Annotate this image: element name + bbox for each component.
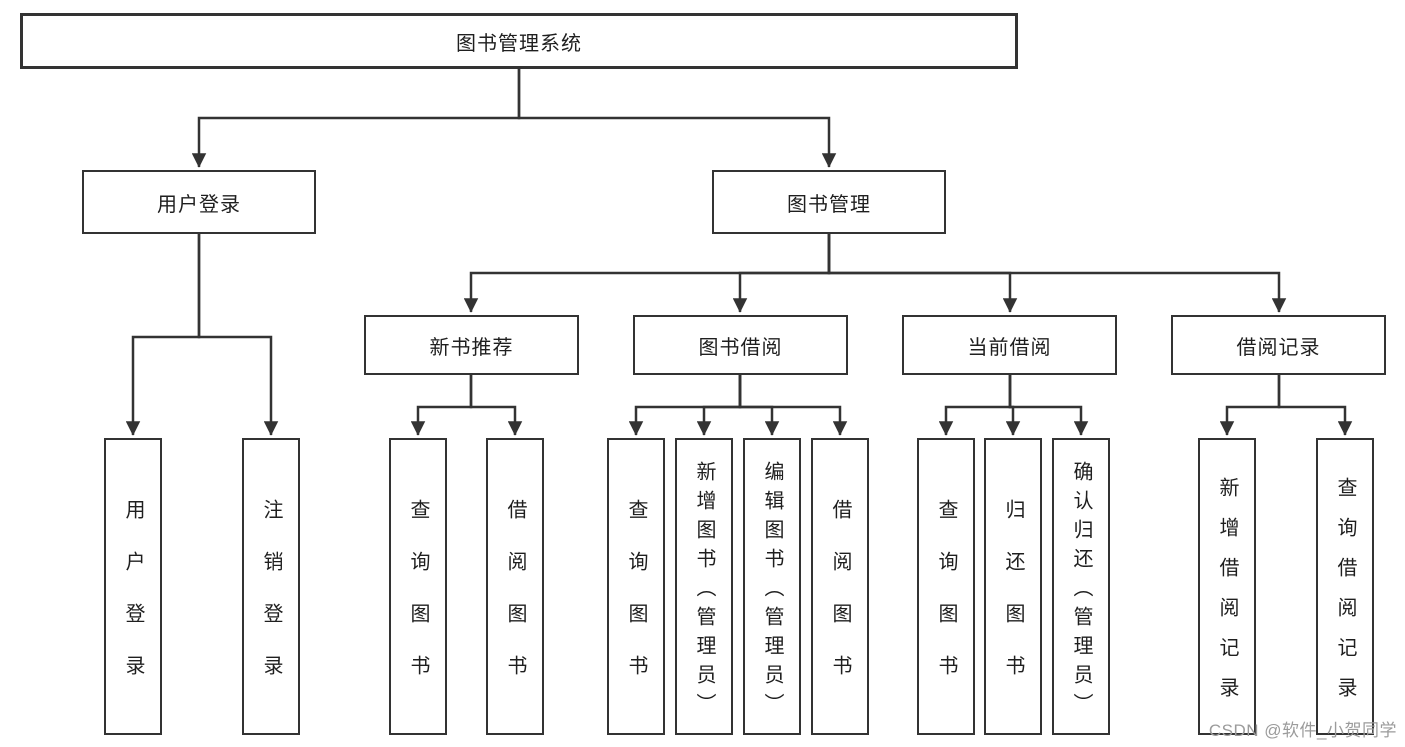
leaf-return-book: 归还图书: [984, 438, 1042, 735]
edge-root-to-user-login: [191, 69, 521, 168]
edge-user-login-child-0: [125, 234, 201, 436]
edge-group0-child-0: [410, 375, 473, 436]
edge-book-mgmt-group-1: [732, 234, 831, 313]
node-group-book-borrow: 图书借阅: [633, 315, 848, 375]
node-user-login: 用户登录: [82, 170, 316, 234]
edge-book-mgmt-group-3: [827, 234, 1287, 313]
edge-group1-child-3: [738, 375, 848, 436]
leaf-query-book-3: 查询图书: [917, 438, 975, 735]
edge-user-login-child-1: [197, 234, 279, 436]
edge-group1-child-1: [696, 375, 742, 436]
leaf-add-book-admin: 新增图书（管理员）: [675, 438, 733, 735]
leaf-borrow-book-2: 借阅图书: [811, 438, 869, 735]
node-group-current-borrow: 当前借阅: [902, 315, 1117, 375]
edge-group2-child-2: [1008, 375, 1089, 436]
csdn-watermark: CSDN @软件_小贺同学: [1208, 721, 1397, 740]
edge-group3-child-1: [1277, 375, 1353, 436]
edge-group1-child-2: [738, 375, 780, 436]
edge-root-to-book-mgmt: [517, 69, 837, 168]
edge-group2-child-0: [938, 375, 1012, 436]
node-group-borrow-record: 借阅记录: [1171, 315, 1386, 375]
leaf-confirm-return-admin: 确认归还（管理员）: [1052, 438, 1110, 735]
leaf-logout: 注销登录: [242, 438, 300, 735]
edge-group0-child-1: [469, 375, 523, 436]
leaf-borrow-book-1: 借阅图书: [486, 438, 544, 735]
leaf-query-book-2: 查询图书: [607, 438, 665, 735]
leaf-edit-book-admin: 编辑图书（管理员）: [743, 438, 801, 735]
edge-group1-child-0: [628, 375, 742, 436]
node-root: 图书管理系统: [20, 13, 1018, 69]
leaf-query-borrow-record: 查询借阅记录: [1316, 438, 1374, 735]
node-book-mgmt: 图书管理: [712, 170, 946, 234]
leaf-add-borrow-record: 新增借阅记录: [1198, 438, 1256, 735]
node-group-new-book-recommend: 新书推荐: [364, 315, 579, 375]
leaf-user-login: 用户登录: [104, 438, 162, 735]
edge-group3-child-0: [1219, 375, 1281, 436]
leaf-query-book-1: 查询图书: [389, 438, 447, 735]
